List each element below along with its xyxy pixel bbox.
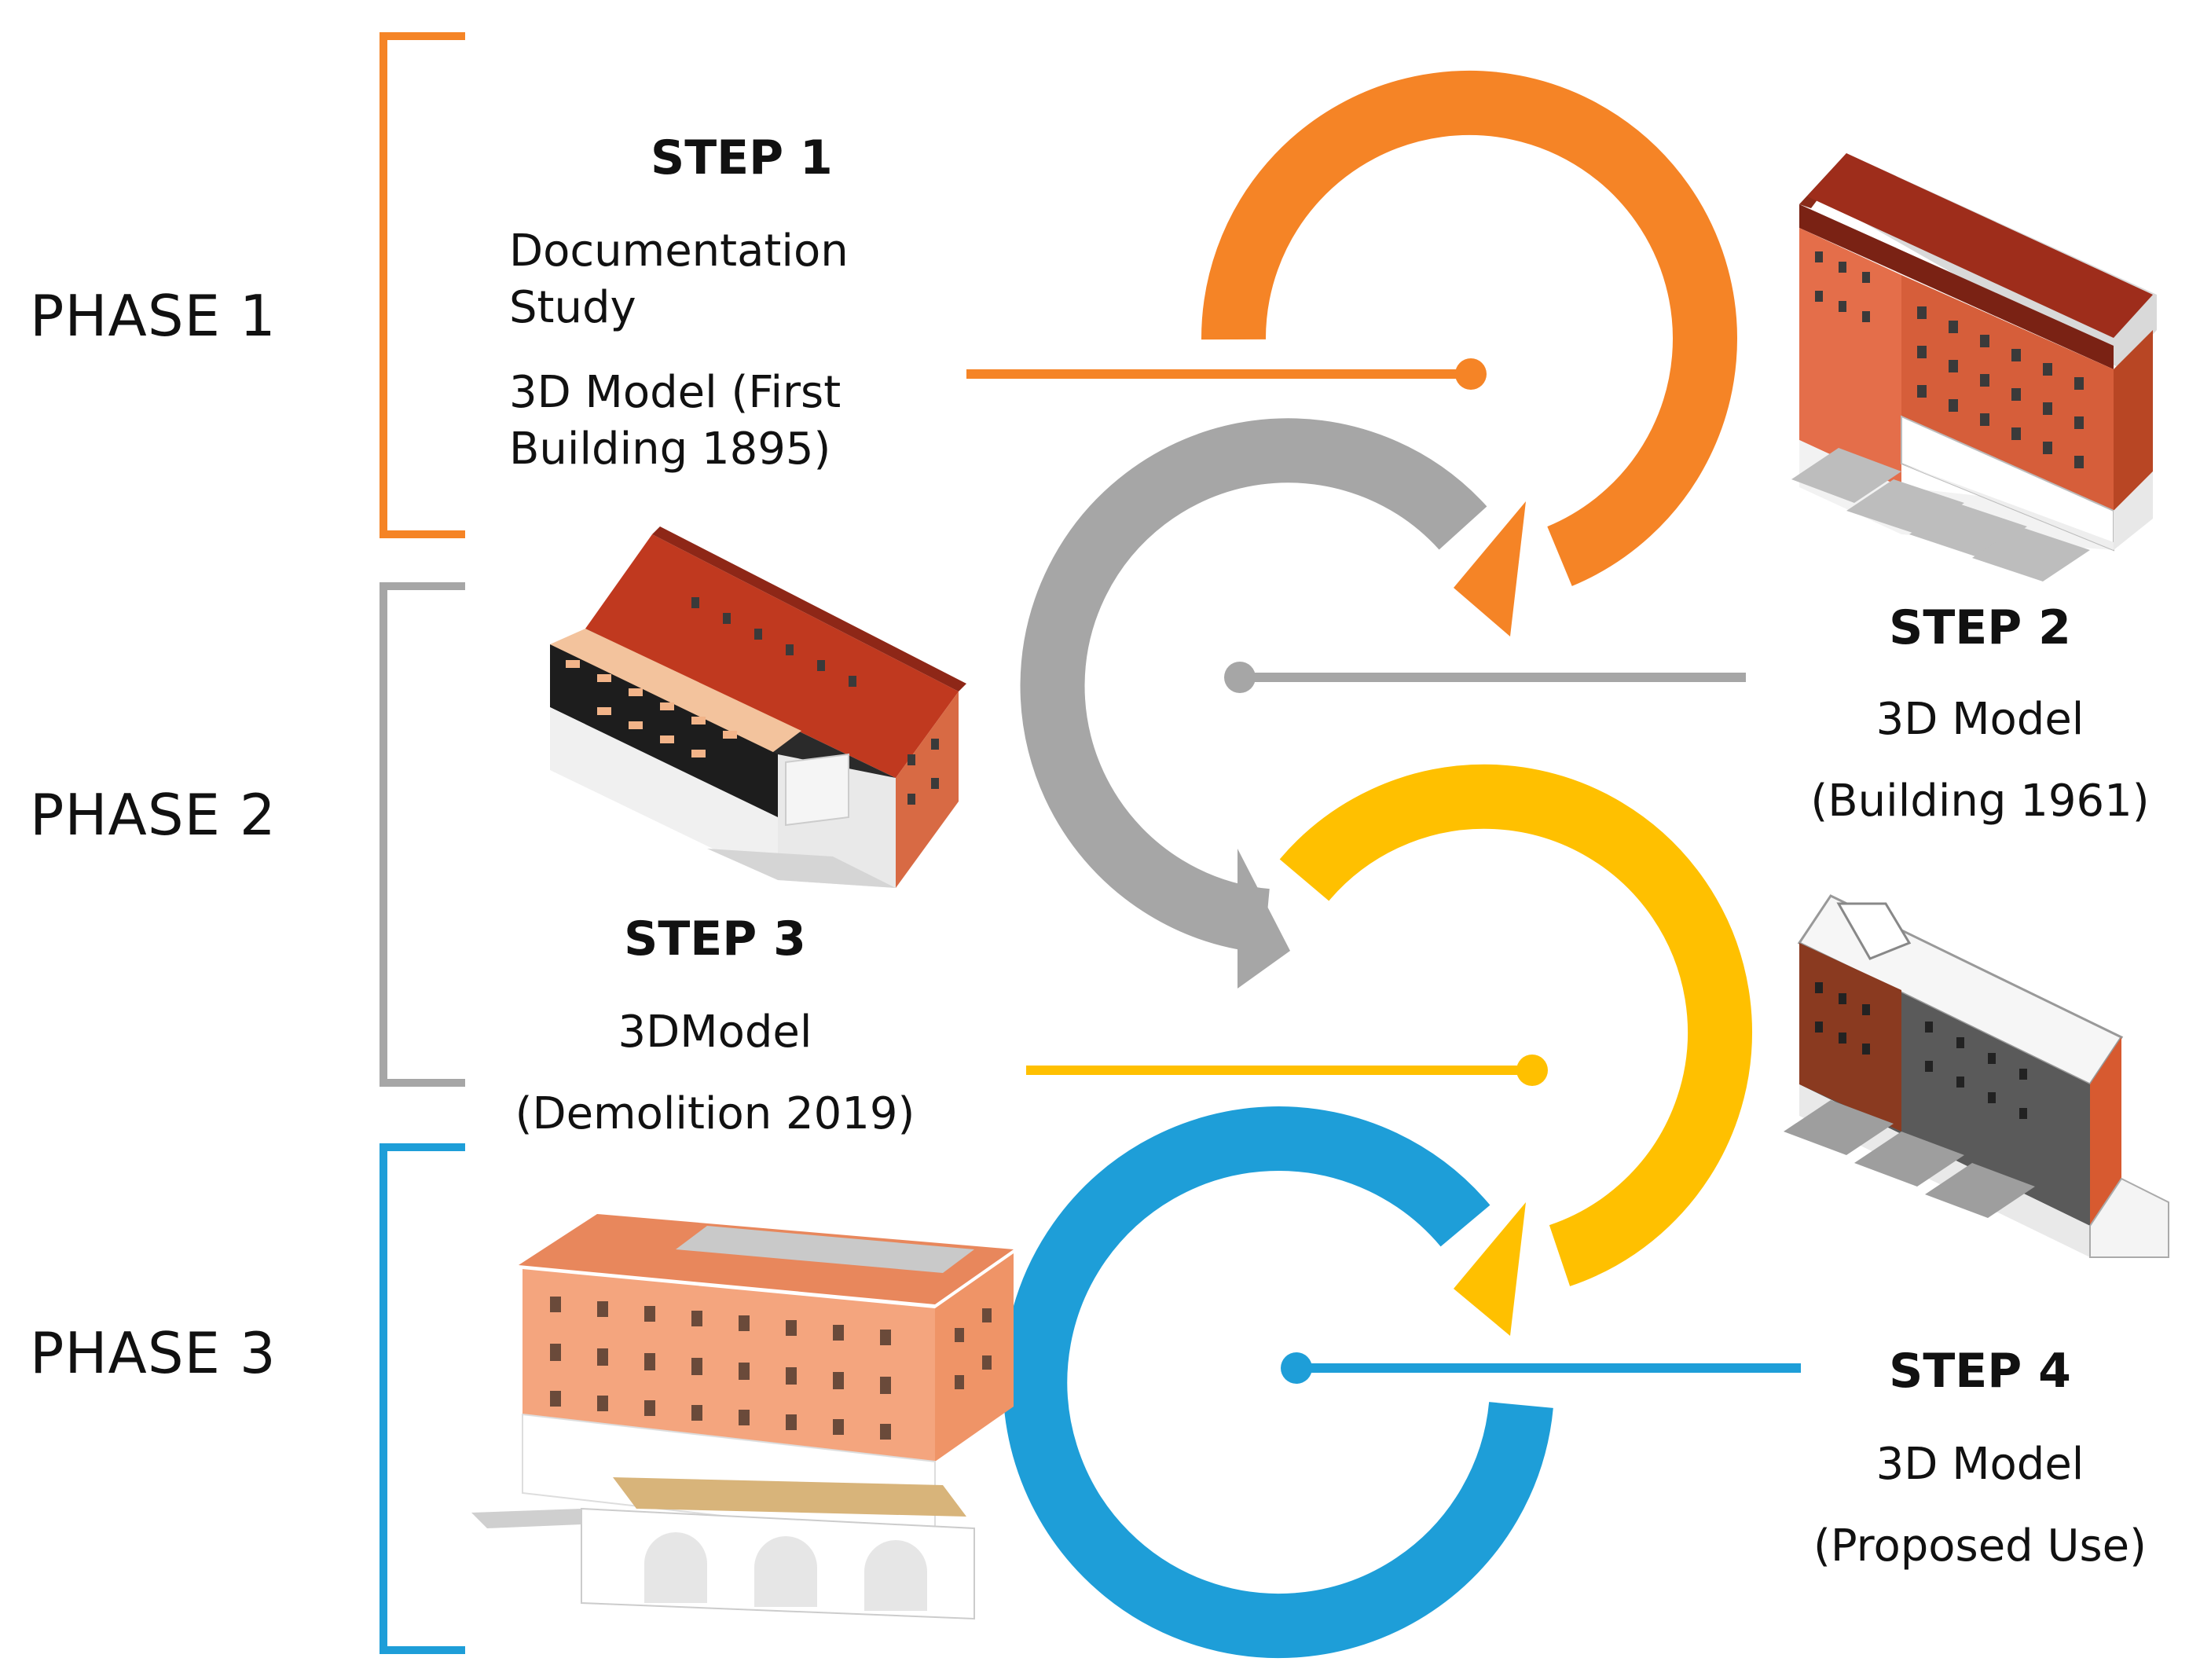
step-1-arc xyxy=(1201,70,1737,586)
phase-1-label: PHASE 1 xyxy=(30,283,277,349)
step-3-line-2: (Demolition 2019) xyxy=(515,1088,915,1139)
phase-1-bracket xyxy=(380,32,465,538)
step-1-arrowhead xyxy=(1454,501,1526,636)
step-3-arc xyxy=(1279,764,1753,1286)
step-1-connector-dot xyxy=(1455,358,1487,390)
building-1961-icon xyxy=(550,526,966,888)
step-3-connector-dot xyxy=(1516,1055,1548,1086)
step-3-arrowhead xyxy=(1454,1202,1526,1336)
step-1-line-3: 3D Model (First xyxy=(509,367,842,418)
phase-2-label: PHASE 2 xyxy=(30,782,277,848)
step-4-line-2: (Proposed Use) xyxy=(1813,1520,2147,1572)
step-2-arrowhead xyxy=(1238,849,1290,989)
step-4-line-1: 3D Model xyxy=(1876,1439,2084,1490)
step-4-connector-dot xyxy=(1281,1352,1312,1384)
step-1-line-1: Documentation xyxy=(509,226,849,277)
building-1895-icon xyxy=(1791,153,2157,581)
phase-3-bracket xyxy=(380,1143,465,1654)
step-1-title: STEP 1 xyxy=(651,130,833,185)
step-2-line-1: 3D Model xyxy=(1876,694,2084,745)
step-4-arc xyxy=(1003,1106,1553,1658)
step-2-title: STEP 2 xyxy=(1889,600,2071,655)
step-4-title: STEP 4 xyxy=(1889,1344,2071,1399)
step-3-title: STEP 3 xyxy=(624,912,806,967)
step-1-line-4: Building 1895) xyxy=(509,424,831,475)
step-2-arc xyxy=(1020,418,1487,953)
phase-3-label: PHASE 3 xyxy=(30,1320,277,1386)
phase-2-bracket xyxy=(380,582,465,1087)
step-3-line-1: 3DModel xyxy=(618,1007,812,1058)
building-2019-icon xyxy=(1784,894,2169,1258)
step-2-line-2: (Building 1961) xyxy=(1810,776,2150,827)
step-1-line-2: Study xyxy=(509,282,636,333)
building-proposed-icon xyxy=(471,1214,1014,1620)
step-2-connector-dot xyxy=(1224,662,1256,693)
